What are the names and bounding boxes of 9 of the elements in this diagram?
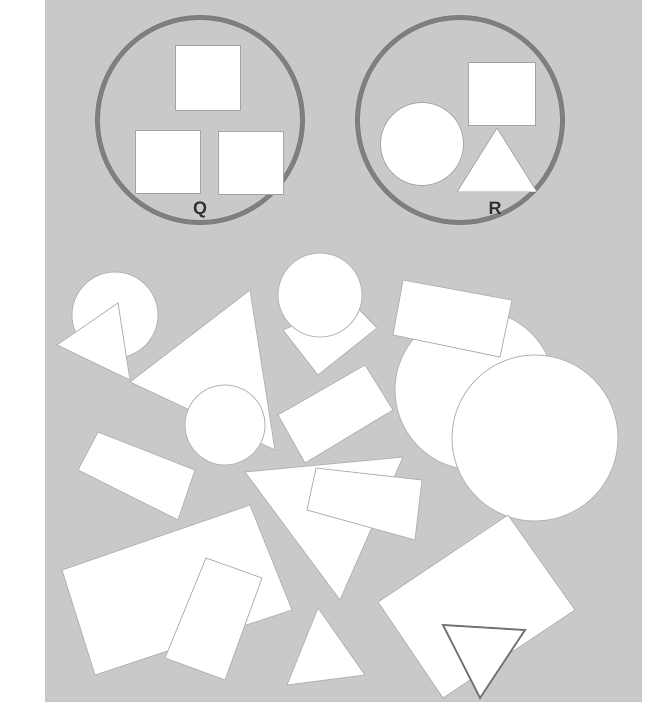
square-shape: [218, 131, 284, 195]
set-label: Q: [192, 198, 208, 219]
set-label: R: [488, 198, 502, 219]
set-circle: [355, 15, 565, 225]
square-shape: [135, 130, 201, 194]
square-shape: [468, 62, 536, 126]
triangle-shape: [457, 128, 537, 192]
set-circle: [95, 15, 305, 225]
square-shape: [175, 45, 241, 111]
